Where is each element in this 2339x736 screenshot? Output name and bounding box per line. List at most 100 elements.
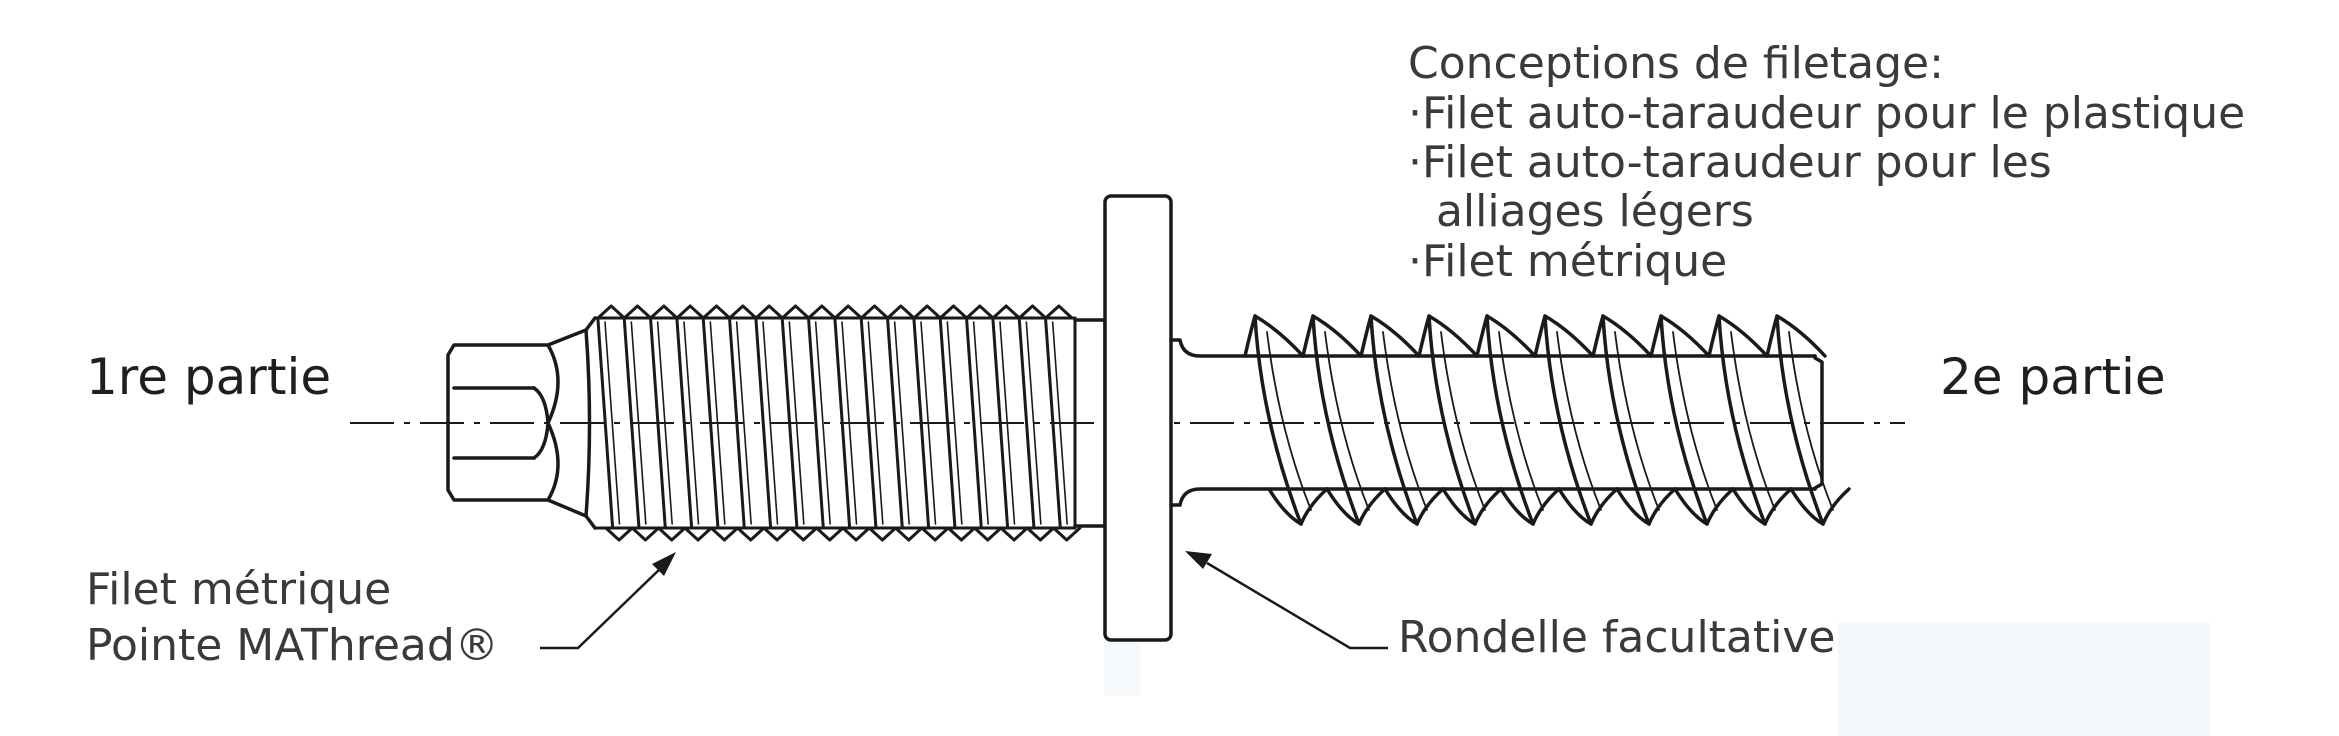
thread-tooth — [596, 304, 626, 320]
thread-crest-line — [701, 318, 720, 528]
self-tapping-thread — [1243, 314, 1851, 526]
thread-tooth — [815, 526, 845, 542]
neck-section — [1169, 338, 1247, 507]
thread-crest-line — [867, 321, 884, 525]
thread-crest-line — [596, 318, 614, 528]
thread-tooth — [859, 304, 890, 320]
self-tapping-flank — [1788, 331, 1834, 511]
thread-design-item: alliages légers — [1408, 186, 1754, 237]
thread-tooth — [683, 526, 713, 542]
thread-designs-heading: Conceptions de filetage: — [1408, 38, 1944, 89]
background-strip — [1104, 640, 1140, 696]
thread-crest-line — [622, 318, 641, 528]
thread-tooth — [912, 304, 942, 320]
thread-crest-line — [788, 321, 805, 525]
thread-tooth — [780, 304, 811, 320]
thread-crest-line — [946, 321, 963, 525]
thread-tooth — [630, 526, 661, 542]
thread-crest-line — [709, 321, 726, 525]
thread-tooth — [1052, 526, 1082, 542]
mathread-point-label: Pointe MAThread® — [86, 620, 499, 671]
thread-crest-line — [886, 318, 904, 528]
thread-crest-line — [999, 321, 1016, 525]
thread-crest-line — [814, 321, 831, 525]
thread-tooth — [807, 304, 837, 320]
thread-tooth — [604, 526, 634, 542]
thread-crest-line — [859, 318, 878, 528]
self-tapping-flank — [1440, 331, 1486, 511]
washer-leader — [1185, 551, 1388, 650]
thread-tooth — [938, 304, 969, 320]
thread-crest-line — [1025, 321, 1042, 525]
thread-crest-line — [912, 318, 930, 528]
thread-crest-line — [972, 321, 989, 525]
thread-tooth — [1025, 526, 1056, 542]
washer — [1103, 194, 1173, 642]
part-two-label: 2e partie — [1940, 348, 2166, 406]
thread-tooth — [1044, 304, 1074, 320]
thread-crest-line — [735, 321, 752, 525]
part-one-label: 1re partie — [86, 348, 331, 406]
optional-washer-label: Rondelle facultative — [1398, 612, 1835, 663]
thread-crest-line — [965, 318, 983, 528]
thread-tooth — [754, 304, 784, 320]
metric-thread-label: Filet métrique — [86, 564, 391, 615]
hex-head — [446, 343, 560, 502]
thread-crest-line — [656, 321, 673, 525]
self-tapping-flank — [1717, 314, 1767, 526]
thread-tooth — [649, 304, 679, 320]
cone-section — [546, 316, 597, 530]
thread-crest-line — [920, 321, 937, 525]
thread-crest-line — [780, 318, 799, 528]
self-tapping-flank — [1556, 331, 1602, 511]
thread-tooth — [833, 304, 863, 320]
thread-crest-line — [807, 318, 825, 528]
self-tapping-flank — [1601, 314, 1651, 526]
thread-crest-line — [630, 321, 647, 525]
thread-crest-line — [833, 318, 851, 528]
thread-design-item: ·Filet métrique — [1408, 236, 1727, 287]
self-tapping-flank — [1775, 314, 1825, 526]
thread-crest-line — [675, 318, 693, 528]
thread-crest-line — [762, 321, 779, 525]
thread-tooth — [886, 304, 916, 320]
thread-tooth — [709, 526, 740, 542]
thread-crest-line — [683, 321, 700, 525]
thread-designs-list: Conceptions de filetage: ·Filet auto-tar… — [1408, 38, 2245, 287]
thread-crest-line — [938, 318, 957, 528]
thread-crest-line — [991, 318, 1009, 528]
thread-tooth — [867, 526, 898, 542]
thread-crest-line — [893, 321, 910, 525]
self-tapping-flank — [1369, 314, 1419, 526]
thread-crest-line — [728, 318, 746, 528]
self-tapping-flank — [1543, 314, 1593, 526]
thread-design-item: ·Filet auto-taraudeur pour les — [1408, 137, 2052, 188]
thread-tooth — [999, 526, 1029, 542]
metric-thread — [593, 304, 1082, 542]
background-panel — [1838, 622, 2210, 736]
self-tapping-flank — [1253, 314, 1303, 526]
self-tapping-flank — [1427, 314, 1477, 526]
thread-tooth — [622, 304, 653, 320]
thread-tooth — [920, 526, 950, 542]
self-tapping-flank — [1311, 314, 1361, 526]
self-tapping-flank — [1382, 331, 1428, 511]
thread-crest-line — [841, 321, 858, 525]
thread-crest-line — [1051, 321, 1068, 525]
self-tapping-flank — [1730, 331, 1776, 511]
self-tapping-flank — [1324, 331, 1370, 511]
thread-tooth — [841, 526, 871, 542]
thread-tooth — [965, 304, 995, 320]
thread-design-item: ·Filet auto-taraudeur pour le plastique — [1408, 88, 2245, 139]
thread-tooth — [736, 526, 766, 542]
thread-tooth — [1017, 304, 1048, 320]
self-tapping-flank — [1672, 331, 1718, 511]
self-tapping-flank — [1659, 314, 1709, 526]
self-tapping-flank — [1614, 331, 1660, 511]
thread-tooth — [675, 304, 705, 320]
thread-crest-line — [1044, 318, 1062, 528]
metric-leader — [540, 552, 676, 650]
thread-tooth — [657, 526, 687, 542]
